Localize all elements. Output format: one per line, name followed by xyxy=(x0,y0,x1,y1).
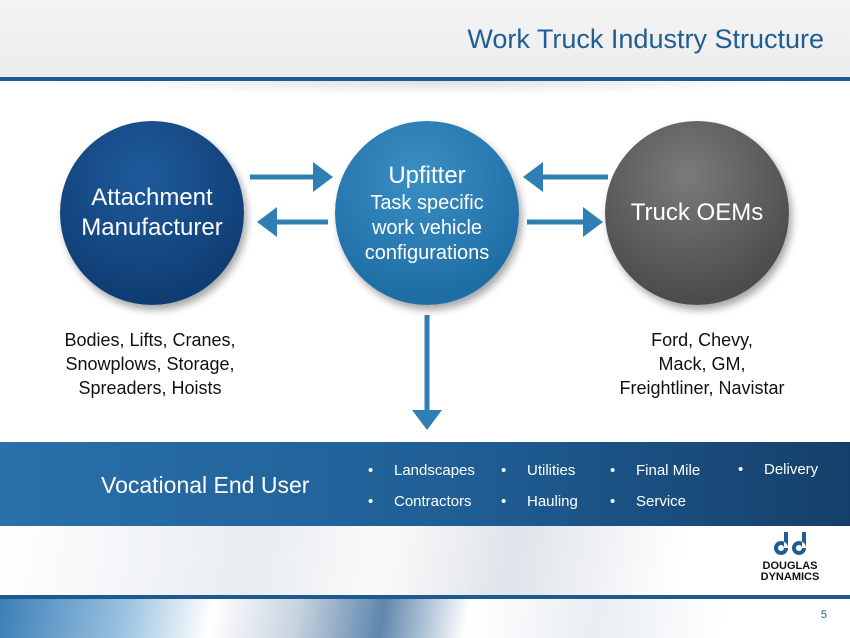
attachment-caption: Bodies, Lifts, Cranes, Snowplows, Storag… xyxy=(30,328,270,400)
footer-divider xyxy=(0,595,850,599)
logo-text: DOUGLAS xyxy=(762,560,818,572)
oems-caption: Ford, Chevy, Mack, GM, Freightliner, Nav… xyxy=(582,328,822,400)
header-bar xyxy=(0,0,850,78)
end-user-band: Vocational End User Landscapes Contracto… xyxy=(0,442,850,526)
node-label: Task specific xyxy=(370,191,484,214)
node-label: Attachment xyxy=(91,184,213,211)
flow-arrows xyxy=(250,162,608,430)
end-user-item: Contractors xyxy=(368,493,471,510)
header-divider xyxy=(0,77,850,81)
truck-oems-node: Truck OEMs xyxy=(605,121,789,305)
upfitter-node: Upfitter Task specific work vehicle conf… xyxy=(335,121,519,305)
end-user-item: Delivery xyxy=(738,461,818,478)
node-label: Truck OEMs xyxy=(630,199,764,226)
caption-line: Spreaders, Hoists xyxy=(78,378,222,398)
caption-line: Snowplows, Storage, xyxy=(65,354,235,374)
end-user-item: Final Mile xyxy=(610,462,700,479)
page-number: 5 xyxy=(820,609,827,621)
logo-mark-icon xyxy=(774,532,806,555)
end-user-title: Vocational End User xyxy=(101,472,310,498)
footer-decoration xyxy=(0,599,850,638)
background-decoration xyxy=(0,526,850,596)
end-user-item: Landscapes xyxy=(368,462,475,479)
end-user-item: Service xyxy=(610,493,686,510)
caption-line: Bodies, Lifts, Cranes, xyxy=(64,330,236,350)
node-label: work vehicle xyxy=(371,216,483,239)
attachment-manufacturer-node: Attachment Manufacturer xyxy=(60,121,244,305)
end-user-item: Utilities xyxy=(501,462,576,479)
caption-line: Freightliner, Navistar xyxy=(619,378,785,398)
logo-text: DYNAMICS xyxy=(760,571,820,583)
caption-line: Ford, Chevy, xyxy=(651,330,753,350)
end-user-item: Hauling xyxy=(501,493,578,510)
caption-line: Mack, GM, xyxy=(658,354,746,374)
node-label: configurations xyxy=(364,241,490,264)
node-heading: Upfitter xyxy=(388,161,466,189)
slide-title: Work Truck Industry Structure xyxy=(467,24,824,54)
douglas-dynamics-logo: DOUGLAS DYNAMICS xyxy=(752,530,828,583)
node-label: Manufacturer xyxy=(81,214,223,241)
header-shadow xyxy=(40,81,820,95)
